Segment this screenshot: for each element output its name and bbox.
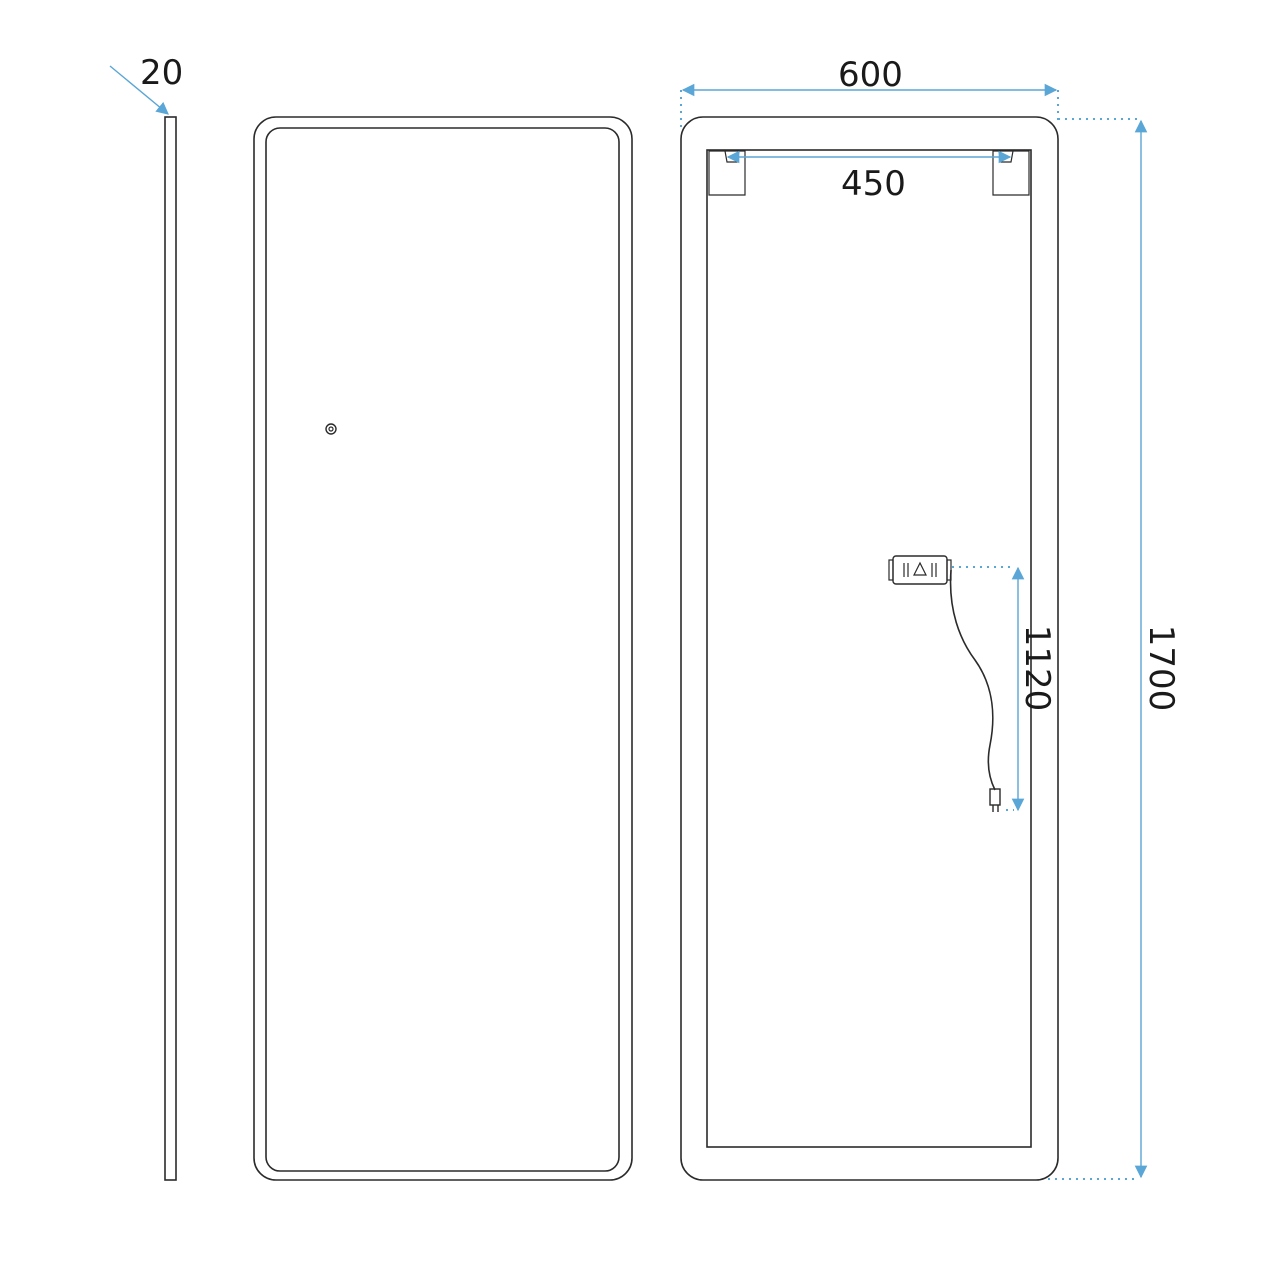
front-outer-frame [253, 116, 633, 1181]
front-view [253, 116, 633, 1181]
bracket-spacing-label: 450 [841, 164, 906, 204]
back-outer-frame [680, 116, 1059, 1181]
back-view: 450 1120 600 [680, 55, 1181, 1181]
power-plug-icon [989, 788, 1001, 812]
side-profile [164, 116, 177, 1181]
height-label: 1700 [1141, 625, 1181, 712]
thickness-label: 20 [140, 53, 183, 93]
thickness-leader [109, 65, 169, 115]
socket-height-label: 1120 [1017, 625, 1057, 712]
side-view: 20 [109, 53, 183, 1181]
led-driver-box [888, 555, 952, 585]
touch-switch-icon [325, 423, 337, 435]
front-mirror-glass [265, 127, 620, 1172]
width-label: 600 [838, 55, 903, 95]
back-panel [706, 149, 1032, 1148]
power-cable [949, 569, 996, 791]
